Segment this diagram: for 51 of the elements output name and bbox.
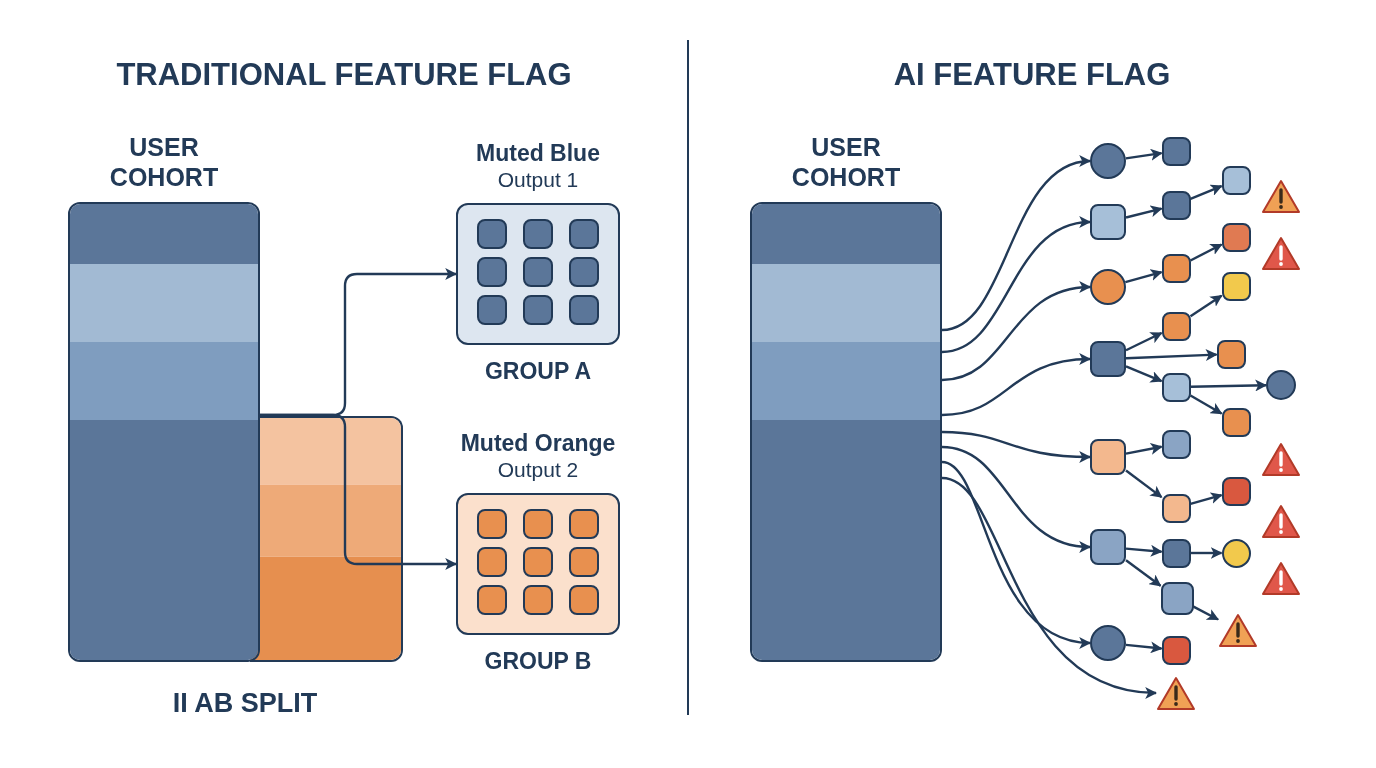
output-subheading: Output 2 xyxy=(497,457,579,483)
arrow xyxy=(1125,205,1163,219)
arrow xyxy=(1192,605,1220,621)
arrow xyxy=(1125,365,1163,383)
arrow xyxy=(1190,184,1223,201)
arrow xyxy=(941,217,1092,354)
arrow xyxy=(1125,559,1162,587)
flow-square xyxy=(1090,204,1126,240)
arrow xyxy=(1125,148,1163,161)
arrow xyxy=(1190,547,1223,559)
warning-icon xyxy=(1261,178,1301,214)
arrow xyxy=(1189,394,1223,415)
flow-square xyxy=(1090,341,1126,377)
warning-icon xyxy=(1261,441,1301,477)
arrow xyxy=(1125,349,1218,361)
arrow xyxy=(1189,243,1223,262)
arrow xyxy=(1125,331,1163,352)
arrow xyxy=(1125,544,1163,557)
split-label: II AB SPLIT xyxy=(171,687,319,720)
warning-icon xyxy=(1218,612,1258,648)
warning-icon xyxy=(1261,235,1301,271)
cohort-heading: USER COHORT xyxy=(790,132,902,192)
group-label: GROUP A xyxy=(484,357,592,385)
flow-square xyxy=(1160,581,1194,615)
panel-title: TRADITIONAL FEATURE FLAG xyxy=(115,56,573,94)
arrow xyxy=(941,430,1092,463)
output-subheading: Output 1 xyxy=(497,167,579,193)
arrow xyxy=(1189,294,1223,318)
output-heading: Muted Orange xyxy=(460,429,616,457)
arrow xyxy=(941,445,1092,552)
arrow xyxy=(1190,379,1268,392)
arrow xyxy=(1190,492,1223,506)
arrow xyxy=(1125,269,1163,284)
arrow xyxy=(1125,442,1163,455)
flow-square xyxy=(1090,529,1126,565)
warning-icon xyxy=(1156,675,1196,711)
panel-title: AI FEATURE FLAG xyxy=(892,56,1172,94)
warning-icon xyxy=(1261,560,1301,596)
warning-icon xyxy=(1261,503,1301,539)
flow-square xyxy=(1090,439,1126,475)
arrow xyxy=(941,157,1092,332)
group-label: GROUP B xyxy=(484,647,592,675)
output-heading: Muted Blue xyxy=(476,139,600,167)
cohort-heading: USER COHORT xyxy=(108,132,220,192)
arrow xyxy=(260,413,458,570)
arrow xyxy=(941,476,1158,698)
arrow xyxy=(941,460,1092,648)
arrow xyxy=(941,353,1092,417)
arrow xyxy=(941,282,1092,382)
arrow xyxy=(1125,641,1163,654)
arrow xyxy=(1125,469,1163,499)
